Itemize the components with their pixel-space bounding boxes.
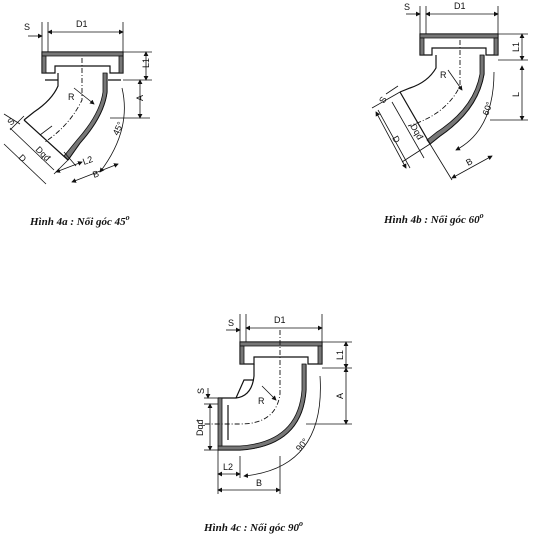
label-4c-b: B <box>256 478 262 488</box>
label-4c-l2: L2 <box>223 462 233 472</box>
label-4b-angle: 60° <box>480 100 494 117</box>
label-4b-b: B <box>464 156 474 168</box>
label-4c-s2: S <box>196 388 206 394</box>
label-4b-d: D <box>390 134 402 145</box>
label-4a-l2: L2 <box>81 154 94 167</box>
label-4c-r: R <box>258 396 265 406</box>
label-4b-l1: L1 <box>511 42 521 52</box>
label-4a-a: A <box>135 95 145 101</box>
caption-4b-degree: o <box>480 211 484 220</box>
socket-4c <box>239 341 323 365</box>
label-4a-d1: D1 <box>76 19 88 29</box>
label-4c-dqd: Dqđ <box>195 419 205 436</box>
dims-4c <box>204 314 352 494</box>
label-4b-l: L <box>511 92 521 97</box>
label-4b-s: S <box>404 2 410 12</box>
caption-4c-degree: o <box>299 519 303 528</box>
figure-4c: S D1 L1 A R 90° S Dqđ L2 B Hình 4c : Nối… <box>195 314 352 534</box>
label-4a-d: D <box>17 152 29 164</box>
caption-4a-degree: o <box>126 213 130 222</box>
caption-4b: Hình 4b : Nối góc 60o <box>383 211 484 226</box>
label-4c-s: S <box>228 318 234 328</box>
caption-4a: Hình 4a : Nối góc 45o <box>29 213 130 228</box>
bend-body-4a <box>23 58 108 161</box>
dims-4a <box>3 22 152 185</box>
label-4c-d1: D1 <box>274 315 286 325</box>
figure-4a: S D1 L1 A R 45° S Dqđ D L2 B Hình 4a : N… <box>3 19 152 228</box>
label-4a-l1: L1 <box>141 58 151 68</box>
label-4a-r: R <box>68 92 75 102</box>
caption-4c: Hình 4c : Nối góc 90o <box>203 519 303 534</box>
socket-4a <box>41 51 124 81</box>
label-4b-dqd: Dqđ <box>408 122 425 141</box>
label-4c-a: A <box>335 393 345 399</box>
label-4c-l1: L1 <box>335 350 345 360</box>
label-4a-dqd: Dqđ <box>34 144 53 163</box>
label-4a-s: S <box>24 22 30 32</box>
label-4b-r: R <box>440 70 447 80</box>
socket-4b <box>419 33 499 56</box>
label-4a-s2: S <box>5 116 16 127</box>
label-4b-d1: D1 <box>454 1 466 11</box>
label-4b-s2: S <box>377 95 389 105</box>
dims-4b <box>371 6 528 181</box>
label-4a-b: B <box>91 168 100 179</box>
bend-body-4c <box>200 330 307 451</box>
figure-4b: S D1 L1 L R 60° S Dqđ D B Hình 4b : Nối … <box>371 1 528 226</box>
label-4c-angle: 90° <box>294 436 311 453</box>
